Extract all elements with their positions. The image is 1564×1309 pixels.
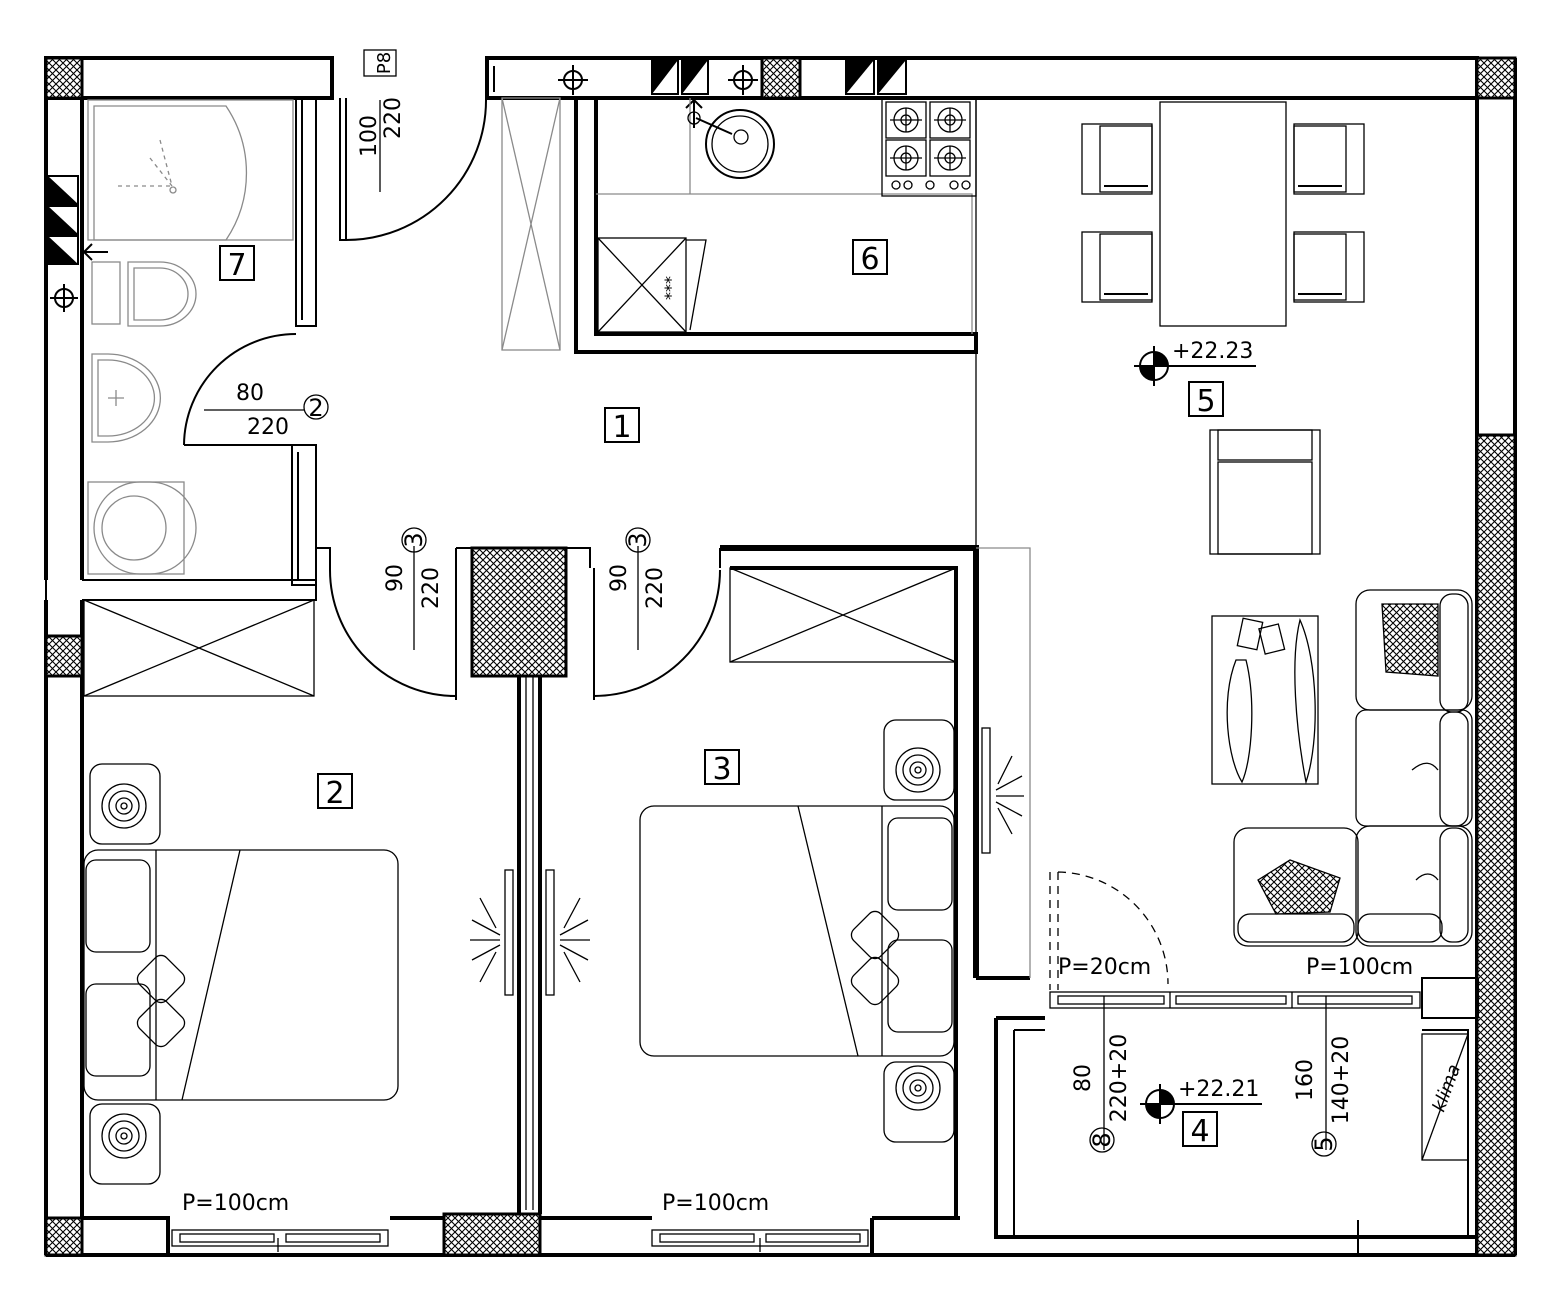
bedroom-left-furniture [83,599,399,1185]
bathroom-fixtures [87,99,294,575]
room-labels: 1 2 3 4 5 6 7 [219,239,1224,1149]
door-height: 220 [643,567,668,609]
door-width: 80 [236,381,264,406]
parapet-bedroom-right: P=100cm [662,1191,769,1216]
light-symbols [470,727,1024,996]
level-value: +22.21 [1178,1077,1259,1102]
bedroom-right-door-annotation: 90 220 3 [607,527,668,650]
dining-set [1081,101,1365,327]
door-number: 3 [624,532,652,547]
toilet [91,261,197,327]
level-marker-living: +22.23 [1134,339,1256,386]
installation-symbols [50,65,758,312]
window-width: 160 [1293,1059,1318,1101]
room-number-6: 6 [860,242,879,277]
door-number: 2 [308,394,323,422]
parapet-living-window: P=100cm [1306,955,1413,980]
window-number: 8 [1088,1132,1116,1147]
chair [1293,231,1365,303]
room-number-4: 4 [1190,1114,1209,1149]
fridge-mark: *** [661,276,680,300]
door-height: 220 [381,97,406,139]
washbasin [91,353,162,443]
level-marker-balcony: +22.21 [1140,1077,1262,1124]
balcony-door-annotation: 80 220+20 8 [1071,996,1132,1153]
door-width: 90 [607,564,632,592]
room-number-1: 1 [612,410,631,445]
windows [171,871,1421,1252]
living-furniture [1209,429,1473,947]
washing-machine [87,481,197,575]
sink [687,109,775,179]
door-number: 3 [400,532,428,547]
structural-piers [44,56,1517,1257]
double-bed [83,849,399,1101]
room-number-3: 3 [712,752,731,787]
double-bed [639,805,955,1057]
window-number: 5 [1310,1136,1338,1151]
window-bedroom-left [171,1229,389,1252]
nightstand [89,763,161,845]
bedroom-left-door-annotation: 90 220 3 [383,527,444,650]
room-number-5: 5 [1196,384,1215,419]
door-width: 100 [357,115,382,157]
kitchen-fixtures: *** [501,97,977,351]
chair [1081,123,1153,195]
door-tag: P8 [374,52,395,74]
bathroom-door-annotation: 80 220 2 [204,381,329,440]
sofa [1233,589,1473,947]
doors [183,97,721,697]
window-annotations: P=100cm P=100cm P=20cm P=100cm 80 220+20… [182,955,1413,1216]
window-living-balcony [1049,991,1421,1009]
nightstand [89,1103,161,1185]
vent-markers [47,59,907,265]
parapet-bedroom-left: P=100cm [182,1191,289,1216]
nightstand [883,719,955,801]
entrance-door-annotation: 100 220 P8 [357,49,406,192]
door-height: 220 [419,567,444,609]
parapet-living-door: P=20cm [1058,955,1151,980]
cooktop [881,97,977,197]
ac-unit: klima [1421,1033,1469,1161]
fridge: *** [597,237,707,333]
chair [1081,231,1153,303]
level-value: +22.23 [1172,339,1253,364]
window-height: 220+20 [1107,1034,1132,1122]
balcony-window-annotation: 160 140+20 5 [1293,996,1354,1157]
armchair [1209,429,1321,555]
door-width: 90 [383,564,408,592]
interior-walls [82,97,1479,1255]
coffee-table [1211,615,1319,785]
room-number-2: 2 [325,776,344,811]
window-height: 140+20 [1329,1036,1354,1124]
window-width: 80 [1071,1064,1096,1092]
room-number-7: 7 [227,248,246,283]
bedroom-right-furniture [639,567,957,1143]
ac-label: klima [1429,1062,1465,1115]
chair [1293,123,1365,195]
door-height: 220 [247,415,289,440]
nightstand [883,1061,955,1143]
window-bedroom-right [651,1229,869,1252]
